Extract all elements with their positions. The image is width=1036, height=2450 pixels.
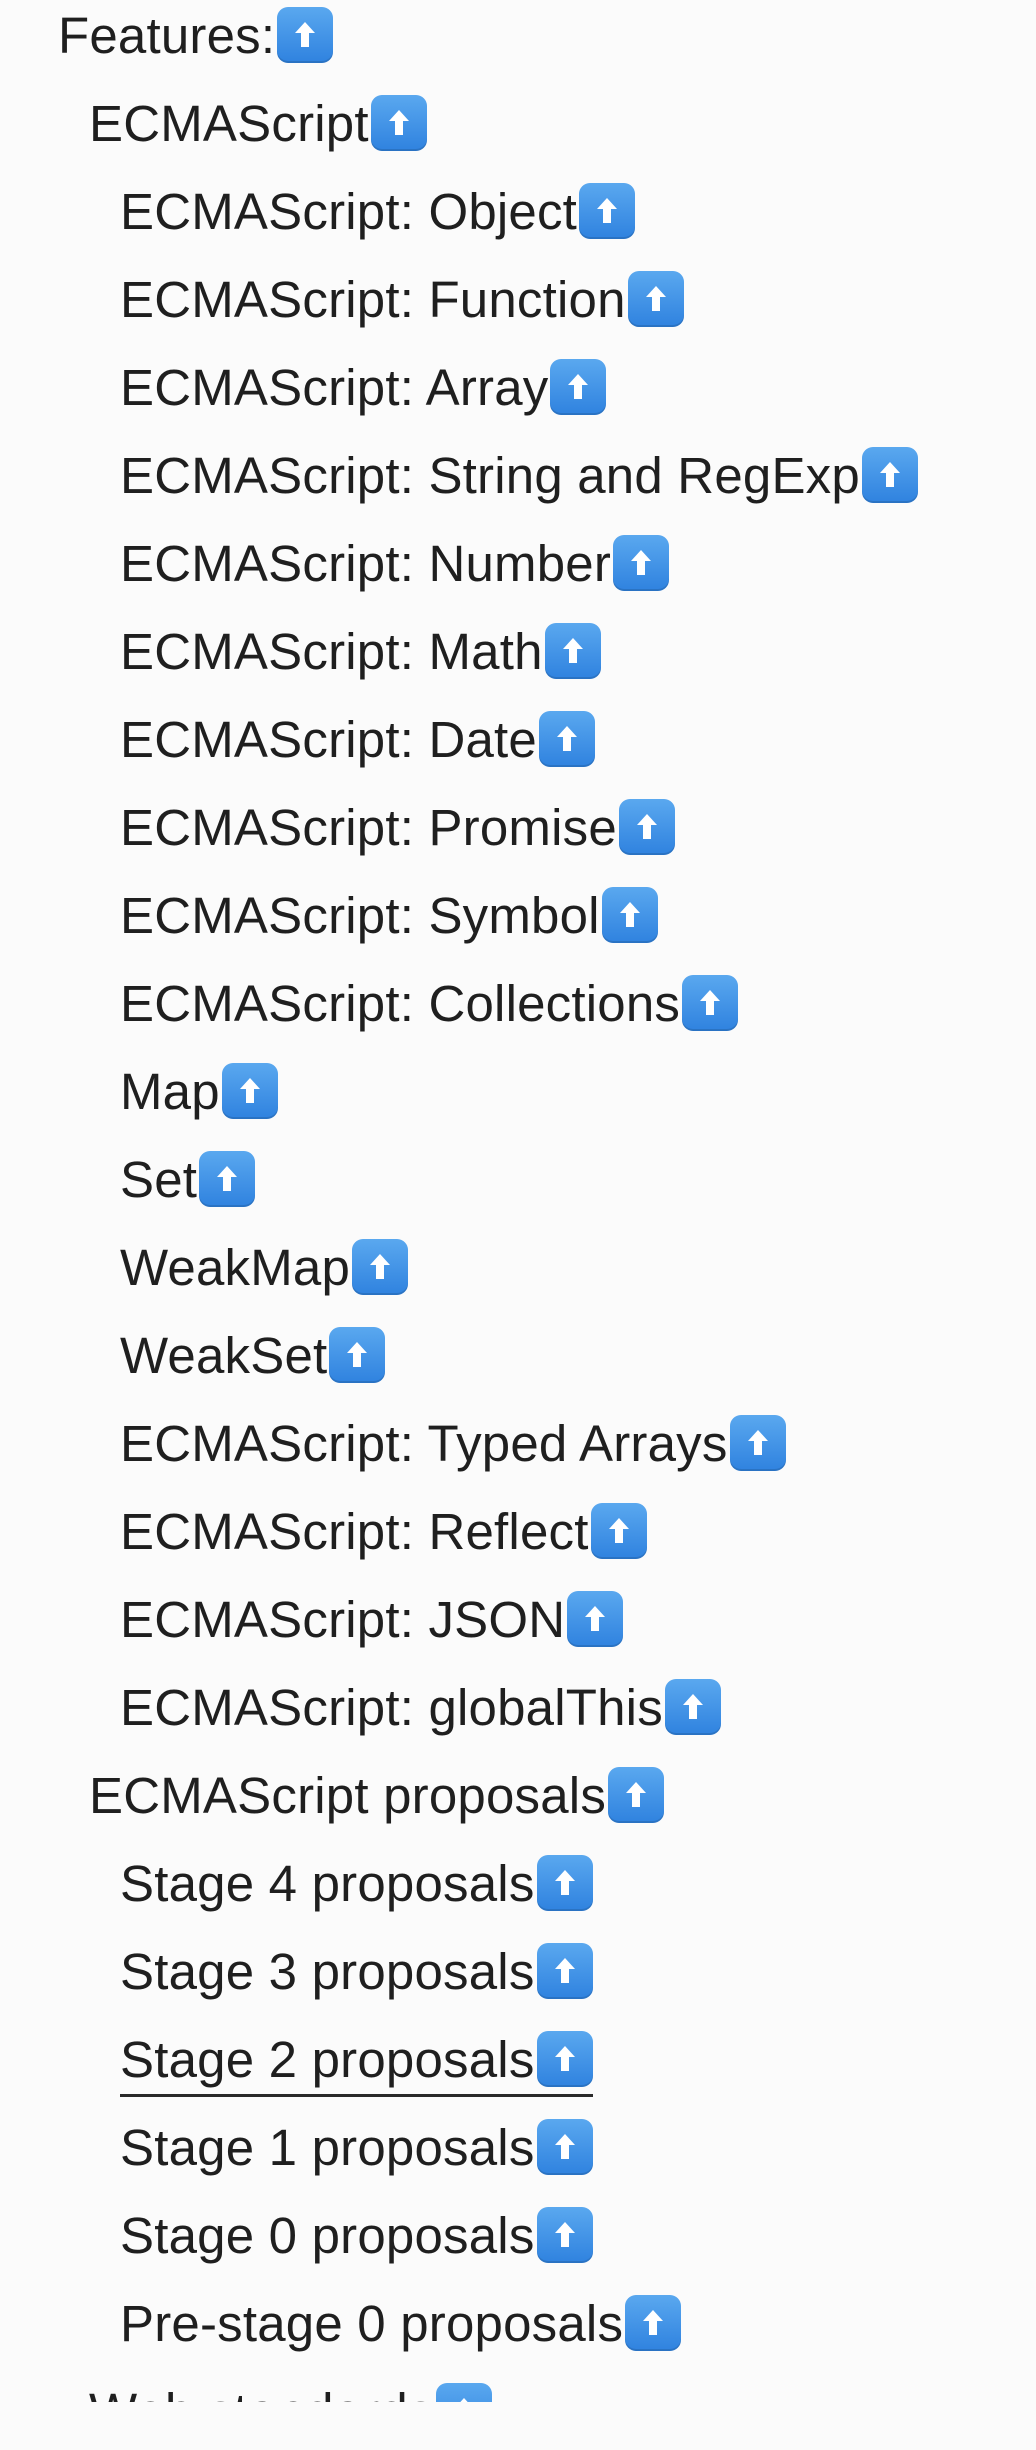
up-arrow-icon[interactable] xyxy=(277,7,334,63)
toc-link[interactable]: Stage 1 proposals xyxy=(120,2112,593,2182)
up-arrow-icon[interactable] xyxy=(590,1503,647,1559)
toc-link[interactable]: ECMAScript xyxy=(89,88,427,158)
up-arrow-icon[interactable] xyxy=(618,799,675,855)
toc-link[interactable]: ECMAScript: JSON xyxy=(120,1584,624,1654)
toc-link[interactable]: WeakMap xyxy=(120,1232,409,1302)
up-arrow-icon[interactable] xyxy=(682,975,739,1031)
up-arrow-icon[interactable] xyxy=(536,1855,593,1911)
toc-link[interactable]: ECMAScript: Date xyxy=(120,704,595,774)
toc-link[interactable]: ECMAScript: Reflect xyxy=(120,1496,647,1566)
toc-link-label: WeakSet xyxy=(120,1326,328,1384)
toc-link-label: ECMAScript: Typed Arrays xyxy=(120,1414,728,1472)
toc-link-label: Set xyxy=(120,1150,198,1208)
toc-link-label: Stage 3 proposals xyxy=(120,1942,535,2000)
bottom-fade xyxy=(0,2402,1036,2450)
toc-link-label: ECMAScript: Collections xyxy=(120,974,681,1032)
up-arrow-icon[interactable] xyxy=(329,1327,386,1383)
toc-link[interactable]: Map xyxy=(120,1056,278,1126)
up-arrow-icon[interactable] xyxy=(536,2119,593,2175)
toc-link-label: ECMAScript: Array xyxy=(120,358,549,416)
toc-link-label: ECMAScript: Symbol xyxy=(120,886,600,944)
up-arrow-icon[interactable] xyxy=(221,1063,278,1119)
up-arrow-icon[interactable] xyxy=(536,2031,593,2087)
up-arrow-icon[interactable] xyxy=(567,1591,624,1647)
up-arrow-icon[interactable] xyxy=(536,1943,593,1999)
toc-link[interactable]: Stage 2 proposals xyxy=(120,2024,593,2097)
toc-link[interactable]: ECMAScript: Function xyxy=(120,264,684,334)
toc-link[interactable]: ECMAScript: Typed Arrays xyxy=(120,1408,786,1478)
toc-link-label: ECMAScript: Date xyxy=(120,710,537,768)
toc-link[interactable]: Stage 3 proposals xyxy=(120,1936,593,2006)
up-arrow-icon[interactable] xyxy=(625,2295,682,2351)
up-arrow-icon[interactable] xyxy=(544,623,601,679)
toc-link-label: ECMAScript: JSON xyxy=(120,1590,566,1648)
toc-link-label: Stage 1 proposals xyxy=(120,2118,535,2176)
toc-link-label: ECMAScript: Reflect xyxy=(120,1502,589,1560)
toc-link-label: Features: xyxy=(58,6,276,64)
up-arrow-icon[interactable] xyxy=(664,1679,721,1735)
toc-link[interactable]: ECMAScript: Object xyxy=(120,176,636,246)
toc-link[interactable]: ECMAScript: String and RegExp xyxy=(120,440,918,510)
toc-link-label: ECMAScript: Function xyxy=(120,270,626,328)
up-arrow-icon[interactable] xyxy=(608,1767,665,1823)
up-arrow-icon[interactable] xyxy=(861,447,918,503)
toc-link[interactable]: ECMAScript: Array xyxy=(120,352,607,422)
up-arrow-icon[interactable] xyxy=(536,2207,593,2263)
toc-link-label: ECMAScript: String and RegExp xyxy=(120,446,860,504)
up-arrow-icon[interactable] xyxy=(729,1415,786,1471)
toc-link-label: ECMAScript: Promise xyxy=(120,798,617,856)
toc-link-label: Stage 4 proposals xyxy=(120,1854,535,1912)
up-arrow-icon[interactable] xyxy=(627,271,684,327)
toc-link-label: ECMAScript: Number xyxy=(120,534,612,592)
up-arrow-icon[interactable] xyxy=(352,1239,409,1295)
toc-link[interactable]: Stage 0 proposals xyxy=(120,2200,593,2270)
toc-link[interactable]: ECMAScript: Math xyxy=(120,616,601,686)
toc-link[interactable]: Pre-stage 0 proposals xyxy=(120,2288,682,2358)
toc-link-label: Stage 0 proposals xyxy=(120,2206,535,2264)
toc-link[interactable]: Features: xyxy=(58,0,334,70)
toc-link-label: ECMAScript: Object xyxy=(120,182,578,240)
toc-link[interactable]: ECMAScript proposals xyxy=(89,1760,665,1830)
up-arrow-icon[interactable] xyxy=(550,359,607,415)
up-arrow-icon[interactable] xyxy=(601,887,658,943)
toc-link[interactable]: Stage 4 proposals xyxy=(120,1848,593,1918)
up-arrow-icon[interactable] xyxy=(613,535,670,591)
up-arrow-icon[interactable] xyxy=(538,711,595,767)
toc-link[interactable]: ECMAScript: Symbol xyxy=(120,880,658,950)
toc-link-label: ECMAScript: Math xyxy=(120,622,543,680)
toc-link-label: ECMAScript: globalThis xyxy=(120,1678,663,1736)
toc-link[interactable]: Set xyxy=(120,1144,256,1214)
toc-link[interactable]: ECMAScript: Promise xyxy=(120,792,675,862)
toc-link-label: ECMAScript proposals xyxy=(89,1766,607,1824)
up-arrow-icon[interactable] xyxy=(199,1151,256,1207)
toc-link-label: Stage 2 proposals xyxy=(120,2030,535,2088)
toc-link-label: Map xyxy=(120,1062,220,1120)
toc-link-label: Pre-stage 0 proposals xyxy=(120,2294,624,2352)
up-arrow-icon[interactable] xyxy=(370,95,427,151)
toc-link[interactable]: ECMAScript: Collections xyxy=(120,968,739,1038)
toc-link[interactable]: WeakSet xyxy=(120,1320,386,1390)
up-arrow-icon[interactable] xyxy=(579,183,636,239)
toc-link-label: WeakMap xyxy=(120,1238,351,1296)
toc-link[interactable]: ECMAScript: Number xyxy=(120,528,670,598)
toc-link[interactable]: ECMAScript: globalThis xyxy=(120,1672,721,1742)
toc-link-label: ECMAScript xyxy=(89,94,369,152)
